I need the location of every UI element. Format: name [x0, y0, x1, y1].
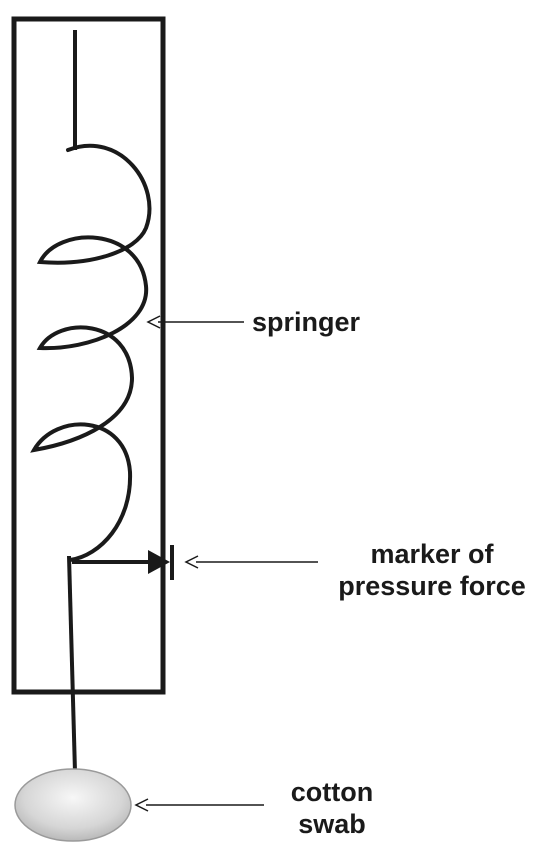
marker-pointer-arrow — [184, 555, 199, 569]
device-housing — [11, 16, 166, 695]
springer-label: springer — [252, 306, 360, 338]
swab-stick — [67, 555, 77, 773]
marker-label: marker of pressure force — [322, 538, 542, 602]
marker-label-line1: marker of — [370, 539, 494, 569]
springer-label-text: springer — [252, 307, 361, 337]
swab-label-line2: swab — [298, 809, 366, 839]
springer-pointer-arrow — [146, 315, 161, 329]
swab-label-line1: cotton — [290, 777, 374, 807]
coil-spring — [30, 143, 152, 562]
marker-label-line2: pressure force — [338, 571, 526, 601]
cotton-swab — [14, 768, 132, 842]
swab-label: cotton swab — [268, 776, 396, 840]
swab-pointer-arrow — [134, 798, 149, 812]
marker-arrowhead — [148, 550, 170, 574]
